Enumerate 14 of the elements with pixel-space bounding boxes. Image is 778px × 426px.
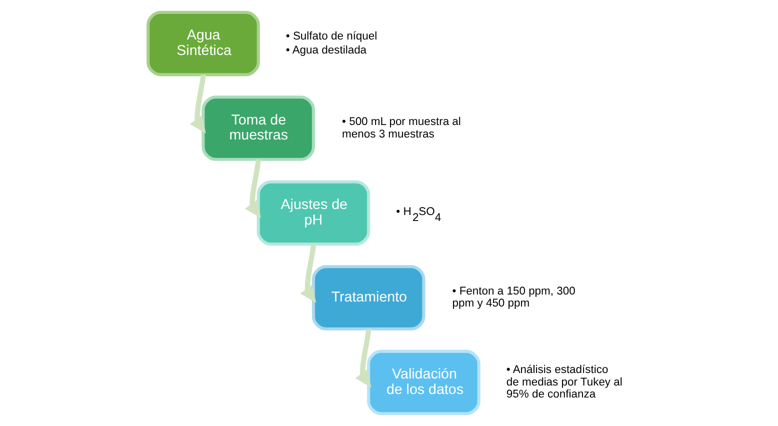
node-box: Validación de los datos	[367, 350, 480, 416]
arrow	[355, 328, 372, 388]
arrow	[244, 159, 262, 218]
node-box: Toma de muestras	[202, 96, 315, 161]
node-label: • Análisis estadístico de medias por Tukey al 95% de confianza	[506, 364, 622, 401]
node-label: • Sulfato de níquel	[286, 30, 378, 42]
node-label: • Fenton a 150 ppm, 300 ppm y 450 ppm	[452, 285, 576, 310]
node-box: Ajustes de pH	[256, 180, 370, 246]
arrow	[300, 244, 316, 303]
arrow	[190, 74, 206, 134]
node-label: • Agua destilada	[286, 44, 367, 57]
node-box: Agua Sintética	[146, 10, 260, 76]
node-box: Tratamiento	[312, 265, 426, 330]
node-label: • 500 mL por muestra al menos 3 muestras	[342, 116, 461, 140]
